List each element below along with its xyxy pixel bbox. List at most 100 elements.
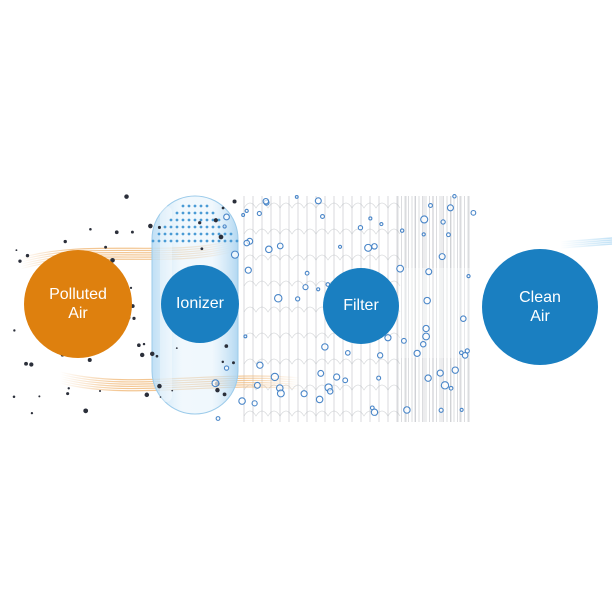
ion-bubble <box>446 204 454 212</box>
ion-dot <box>169 239 173 243</box>
dust-particle <box>148 223 153 229</box>
dust-particle <box>67 387 70 390</box>
ion-bubble <box>316 287 321 292</box>
dust-particle <box>159 396 162 398</box>
ion-bubble <box>304 270 310 276</box>
ion-bubble <box>451 366 459 374</box>
ion-bubble <box>317 369 325 377</box>
ion-bubble <box>419 340 427 348</box>
ionizer-circle: Ionizer <box>161 265 239 343</box>
ion-dot <box>211 239 215 243</box>
ion-bubble <box>215 416 221 421</box>
ion-bubble <box>320 213 325 219</box>
ion-dot <box>193 225 197 229</box>
ion-dot <box>175 225 179 229</box>
ion-bubble <box>241 213 246 217</box>
ion-dot <box>187 232 191 236</box>
ion-bubble <box>337 244 343 249</box>
ion-dot <box>217 225 221 229</box>
ion-bubble <box>253 381 261 389</box>
ion-bubble <box>230 250 240 259</box>
ion-bubble <box>422 332 431 341</box>
ion-dot <box>193 211 197 215</box>
dust-particle <box>137 343 141 348</box>
ion-bubble <box>464 348 470 354</box>
ion-bubble <box>244 208 249 213</box>
ion-dot <box>175 239 179 243</box>
dust-particle <box>30 412 34 415</box>
ion-dot <box>181 218 185 222</box>
dust-particle <box>232 199 237 204</box>
ion-bubble <box>243 239 251 247</box>
ion-bubble <box>302 284 309 291</box>
dust-particle <box>89 227 92 231</box>
ion-dot <box>199 225 203 229</box>
dust-particle <box>222 392 227 397</box>
ion-bubble <box>423 296 431 305</box>
ion-dot <box>211 225 215 229</box>
ion-bubble <box>256 210 262 217</box>
dust-particle <box>15 249 18 252</box>
clean-flow <box>559 241 613 247</box>
dust-particle <box>157 383 162 389</box>
ion-bubble <box>300 390 308 398</box>
ion-dot <box>181 239 185 243</box>
ion-dot <box>193 204 197 208</box>
ion-dot <box>193 239 197 243</box>
dust-particle <box>232 361 235 365</box>
particles <box>12 194 477 421</box>
ion-bubble <box>344 350 351 356</box>
ion-bubble <box>342 377 349 384</box>
ion-dot <box>211 211 215 215</box>
ion-bubble <box>262 197 270 205</box>
ion-dot <box>217 239 221 243</box>
dust-particle <box>124 194 129 199</box>
ion-dot <box>163 232 167 236</box>
ion-bubble <box>223 213 230 221</box>
dust-particle <box>104 245 108 249</box>
ion-dot <box>187 211 191 215</box>
ionizer-label: Ionizer <box>175 295 225 313</box>
ion-bubble <box>440 381 450 390</box>
ion-bubble <box>364 243 373 252</box>
filter-wave <box>243 228 401 235</box>
clean-flow <box>559 243 613 249</box>
ion-bubble <box>448 385 454 391</box>
ion-dot <box>223 239 227 243</box>
ion-dot <box>169 225 173 229</box>
ion-bubble <box>244 266 252 274</box>
dust-particle <box>175 347 178 350</box>
ion-bubble <box>459 407 464 412</box>
ion-dot <box>181 204 185 208</box>
ion-dot <box>205 204 209 208</box>
ion-bubble <box>357 225 364 231</box>
ion-bubble <box>314 197 322 205</box>
ion-bubble <box>421 232 426 237</box>
ion-bubble <box>413 349 421 357</box>
dust-particle <box>213 218 218 223</box>
dust-particle <box>157 225 161 229</box>
ion-dot <box>157 232 161 236</box>
dust-particle <box>150 351 155 357</box>
clean-flow <box>559 237 613 243</box>
polluted-air-label-line2: Air <box>68 305 88 322</box>
ion-bubble <box>460 315 467 323</box>
ion-bubble <box>425 268 433 276</box>
dust-particle <box>129 286 133 289</box>
ion-dot <box>205 225 209 229</box>
ion-dot <box>199 204 203 208</box>
ion-bubble <box>400 337 407 344</box>
ion-bubble <box>436 369 444 377</box>
ion-dot <box>181 211 185 215</box>
clean-air-label-line2: Air <box>530 308 550 325</box>
ion-bubble <box>399 228 405 233</box>
ion-bubble <box>376 352 384 359</box>
ion-bubble <box>438 253 446 261</box>
clean-air-label-line1: Clean <box>519 288 561 306</box>
ion-dot <box>235 239 239 243</box>
ion-dot <box>199 211 203 215</box>
dust-particle <box>130 230 134 234</box>
dust-particle <box>63 239 67 244</box>
ion-bubble <box>321 343 329 351</box>
